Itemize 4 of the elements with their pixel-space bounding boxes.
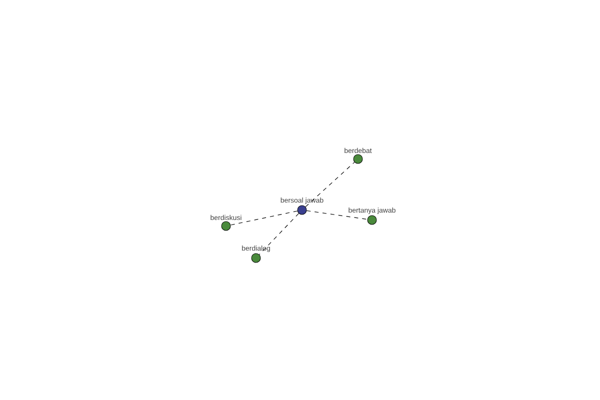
dashed-line: [259, 213, 300, 255]
dashed-line: [306, 210, 368, 220]
dashed-line: [305, 162, 355, 208]
dashed-line: [230, 210, 298, 226]
